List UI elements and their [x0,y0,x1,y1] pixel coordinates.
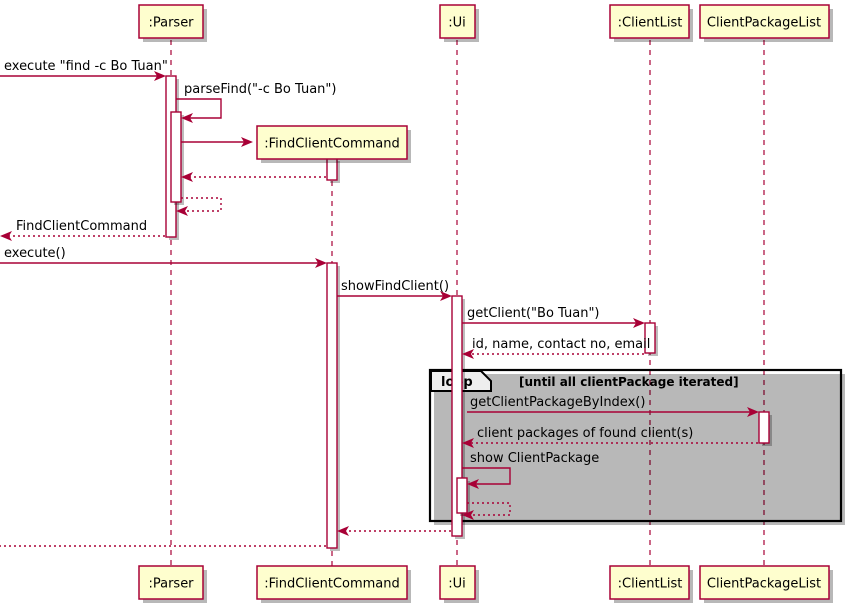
participant-label-clientlist-bottom: :ClientList [618,577,683,592]
message-label-m13: show ClientPackage [470,451,599,466]
message-execute-call: execute() [0,246,327,268]
participant-label-parser-bottom: :Parser [148,577,194,592]
message-client-details-return: id, name, contact no, email [462,337,650,359]
message-client-packages-return: client packages of found client(s) [462,426,758,448]
message-label-m8: showFindClient() [341,279,449,294]
participant-ui-bottom[interactable]: :Ui [439,565,479,603]
participant-findclientcommand-top[interactable]: :FindClientCommand [256,125,411,163]
messages-group: execute "find -c Bo Tuan" parseFind("-c … [0,59,759,547]
participant-label-clientlist-top: :ClientList [618,16,683,31]
activation-clientpackagelist [758,411,770,444]
message-ui-self-return [462,502,511,520]
participant-label-findclientcommand-top: :FindClientCommand [264,137,399,152]
message-parse-find-self: parseFind("-c Bo Tuan") [176,82,336,123]
message-return-from-findclientcommand [181,172,326,182]
message-label-m7: execute() [4,246,66,261]
message-create-findclientcommand [181,137,253,147]
participant-findclientcommand-bottom[interactable]: :FindClientCommand [256,565,411,603]
message-label-m1: execute "find -c Bo Tuan" [4,59,168,74]
message-parser-self-return [176,197,222,216]
message-label-m6: FindClientCommand [16,219,147,234]
loop-fragment: loop [until all clientPackage iterated] [428,368,845,525]
message-label-m9: getClient("Bo Tuan") [467,306,600,321]
message-get-client: getClient("Bo Tuan") [462,306,645,328]
message-label-m10: id, name, contact no, email [472,337,650,352]
participant-parser-top[interactable]: :Parser [138,4,207,42]
participant-label-clientpackagelist-bottom: ClientPackageList [707,577,821,592]
participant-label-ui-top: :Ui [448,16,466,31]
activation-clientlist [644,322,656,354]
message-label-m12: client packages of found client(s) [477,426,693,441]
participant-boxes-top: :Parser :FindClientCommand :Ui :ClientLi… [138,4,833,163]
participant-boxes-bottom: :Parser :FindClientCommand :Ui :ClientLi… [138,565,833,603]
participant-label-ui-bottom: :Ui [448,577,466,592]
message-return-findclientcommand-object: FindClientCommand [0,219,165,241]
message-get-client-package-by-index: getClientPackageByIndex() [467,395,759,417]
message-label-m2: parseFind("-c Bo Tuan") [184,82,336,97]
participant-label-clientpackagelist-top: ClientPackageList [707,16,821,31]
participant-label-parser-top: :Parser [148,16,194,31]
activation-findclientcommand-main [326,262,338,549]
activation-parser-inner [170,111,182,203]
activation-ui-self [456,477,468,514]
participant-label-findclientcommand-bottom: :FindClientCommand [264,577,399,592]
loop-guard-label: [until all clientPackage iterated] [519,375,739,389]
participant-clientlist-bottom[interactable]: :ClientList [609,565,693,603]
activation-bars-group [165,75,772,551]
message-show-find-client: showFindClient() [337,279,452,301]
participant-clientlist-top[interactable]: :ClientList [609,4,693,42]
activation-ui-main [451,295,463,537]
message-ui-return-to-findclientcommand [337,526,451,536]
participant-parser-bottom[interactable]: :Parser [138,565,207,603]
participant-clientpackagelist-bottom[interactable]: ClientPackageList [699,565,833,603]
message-show-client-package-self: show ClientPackage [462,451,599,489]
message-execute-find-command: execute "find -c Bo Tuan" [0,59,168,81]
message-label-m11: getClientPackageByIndex() [470,395,645,410]
participant-ui-top[interactable]: :Ui [439,4,479,42]
participant-clientpackagelist-top[interactable]: ClientPackageList [699,4,833,42]
